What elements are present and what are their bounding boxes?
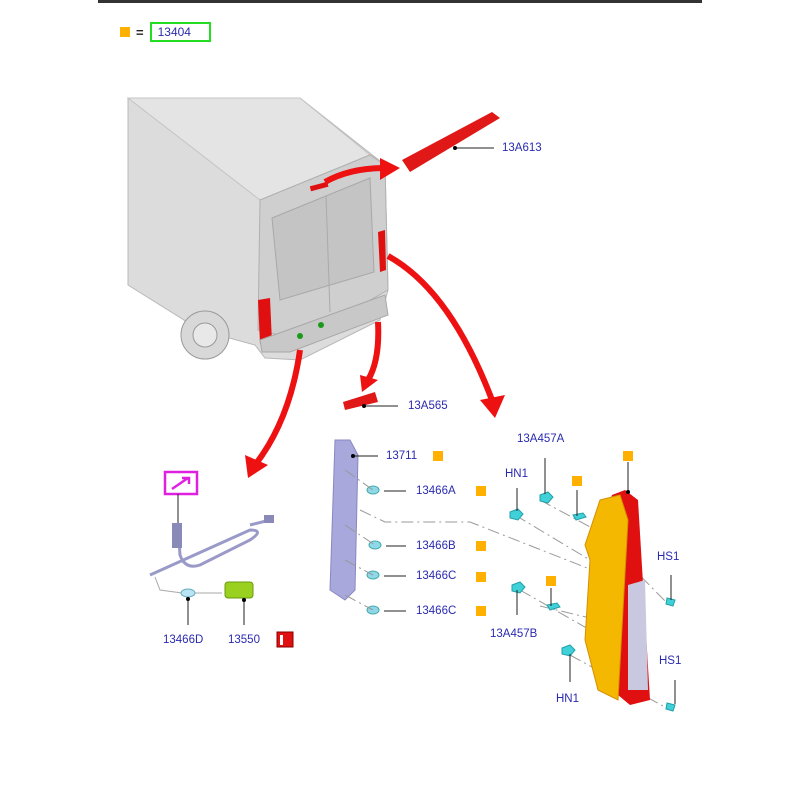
- label-13466D[interactable]: 13466D: [163, 634, 204, 646]
- label-13550[interactable]: 13550: [228, 634, 260, 646]
- label-HN1-lower[interactable]: HN1: [556, 693, 580, 705]
- lamp-socket: [329, 439, 359, 601]
- retainer-13A457A: [539, 491, 554, 504]
- license-bulb: [180, 588, 196, 598]
- label-13A457B[interactable]: 13A457B: [490, 628, 538, 640]
- fasteners: [509, 491, 676, 712]
- orange-square-icon: [476, 541, 486, 551]
- orange-square-icon: [476, 572, 486, 582]
- pink-arrow-box-icon[interactable]: [163, 470, 199, 496]
- arrowhead-tail-lamp: [480, 395, 505, 418]
- arrowhead-13A613: [380, 158, 400, 180]
- legend: = 13404: [120, 22, 211, 42]
- van-illustration: [126, 97, 389, 361]
- legend-equals: =: [136, 24, 144, 40]
- label-HN1-upper[interactable]: HN1: [505, 468, 529, 480]
- label-13A565[interactable]: 13A565: [408, 400, 448, 412]
- screw-HS1-lower: [665, 702, 676, 712]
- arrow-to-license-lamp: [252, 349, 303, 467]
- nut-HN1-lower: [561, 644, 576, 657]
- label-13466C-2[interactable]: 13466C: [416, 605, 457, 617]
- arrowhead-13A565: [360, 375, 378, 392]
- license-lamp: [224, 581, 254, 599]
- screw-HS1-upper: [665, 597, 676, 607]
- orange-square-icon: [476, 606, 486, 616]
- label-13466A[interactable]: 13466A: [416, 485, 456, 497]
- label-HS1-upper[interactable]: HS1: [657, 551, 680, 563]
- arrow-to-13A565: [365, 321, 382, 382]
- harness-connector: [172, 523, 182, 548]
- label-HS1-lower[interactable]: HS1: [659, 655, 682, 667]
- header-rule: [98, 0, 702, 3]
- harness-end-connector: [264, 515, 274, 523]
- callout-arrows: [252, 165, 495, 467]
- wiring-harness: [149, 518, 271, 577]
- label-13711[interactable]: 13711: [386, 450, 418, 462]
- orange-square-icon: [476, 486, 486, 496]
- red-lamp-icon[interactable]: [276, 631, 294, 648]
- orange-square-icon: [120, 27, 130, 37]
- arrowhead-license: [245, 455, 268, 478]
- clip-upper: [572, 512, 587, 521]
- label-13466C-1[interactable]: 13466C: [416, 570, 457, 582]
- arrow-to-13A613: [323, 165, 386, 185]
- label-13466B[interactable]: 13466B: [416, 540, 456, 552]
- retainer-13A457B: [511, 581, 526, 594]
- orange-square-icon: [433, 451, 443, 461]
- clip-lower: [546, 602, 561, 611]
- orange-square-icon: [546, 576, 556, 586]
- orange-square-icon: [623, 451, 633, 461]
- arrow-to-tail-lamp: [386, 253, 495, 402]
- tail-lamp: [584, 490, 650, 705]
- high-mount-stop-lamp: [402, 112, 500, 172]
- label-13A457A[interactable]: 13A457A: [517, 433, 565, 445]
- reflector: [343, 392, 378, 410]
- label-13A613[interactable]: 13A613: [502, 142, 542, 154]
- legend-part-number[interactable]: 13404: [149, 22, 211, 42]
- orange-square-icon: [572, 476, 582, 486]
- bulbs: [366, 485, 382, 615]
